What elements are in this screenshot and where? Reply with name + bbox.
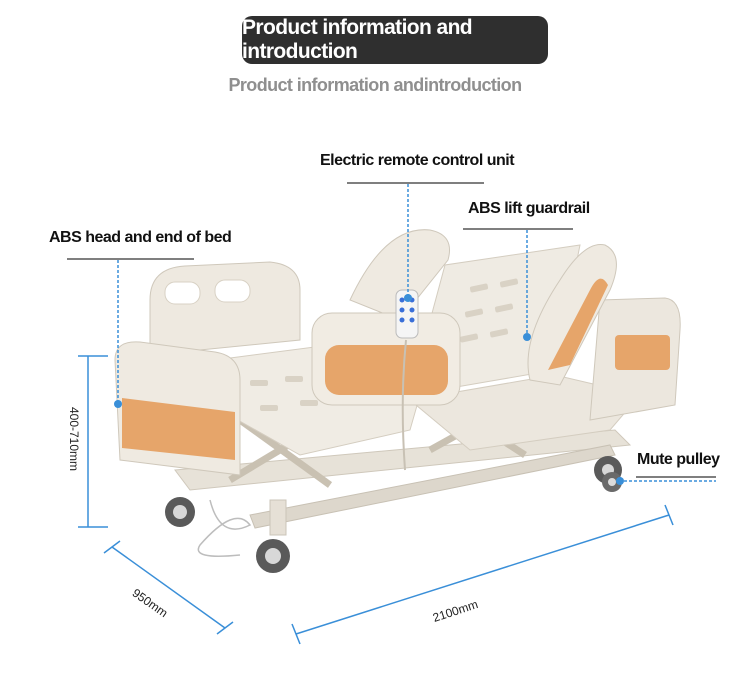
foot-board <box>589 297 681 421</box>
front-guardrail <box>311 312 461 406</box>
callout-dots <box>114 294 624 485</box>
callout-remote-label: Electric remote control unit <box>320 152 515 169</box>
page-subtitle: Product information andintroduction <box>228 75 523 95</box>
dimension-lines <box>78 355 674 645</box>
page-title: Product information and introduction <box>242 16 473 63</box>
callout-guardrail-label: ABS lift guardrail <box>468 200 590 217</box>
back-guardrail <box>349 229 617 386</box>
front-end-board <box>114 341 241 476</box>
page-title-banner: Product information and introduction <box>242 16 548 64</box>
power-cord <box>197 499 252 557</box>
head-board <box>149 261 301 356</box>
dimension-height-label: 400-710mm <box>67 406 82 472</box>
callout-head-end-label: ABS head and end of bed <box>49 229 232 246</box>
callout-lines <box>67 182 716 482</box>
bed-base-frame <box>174 429 632 536</box>
callout-pulley-label: Mute pulley <box>637 451 720 468</box>
caster-wheels <box>165 456 622 573</box>
remote-control-icon <box>395 289 419 471</box>
